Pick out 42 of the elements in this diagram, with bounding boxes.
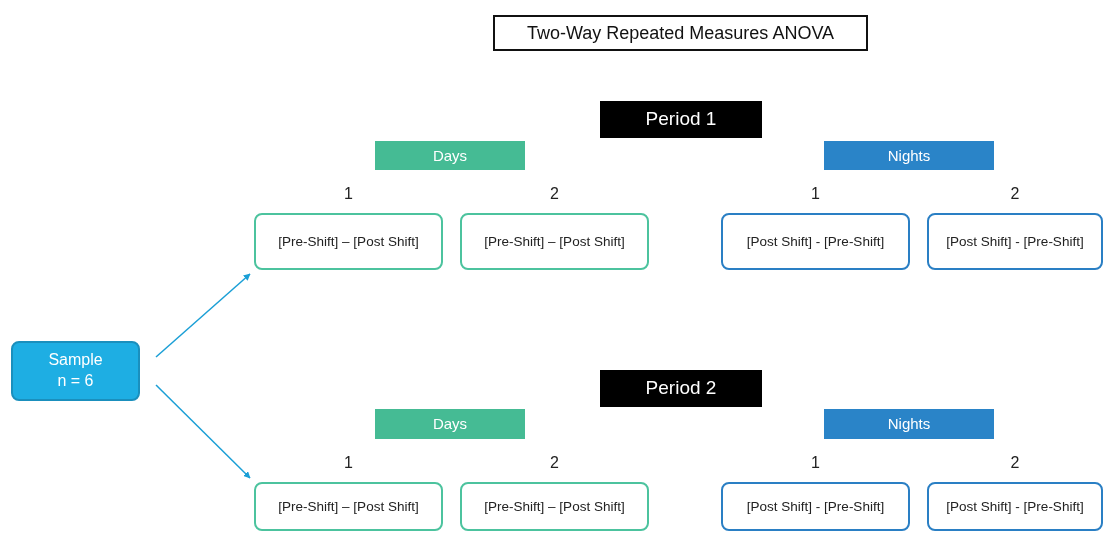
- measure-box: [460, 482, 649, 531]
- node-text: Sample: [48, 350, 103, 371]
- arrow: [155, 273, 251, 358]
- days-header: [375, 141, 525, 170]
- node-text: [Post Shift] - [Pre-Shift]: [746, 232, 885, 251]
- node-text: [Post Shift] - [Pre-Shift]: [746, 497, 885, 516]
- period-header: [600, 101, 762, 138]
- node-text: [Post Shift] - [Pre-Shift]: [946, 497, 1084, 516]
- column-number: 1: [344, 185, 353, 203]
- node-text: Days: [432, 414, 468, 434]
- nights-header: [824, 141, 994, 170]
- measure-box: [927, 482, 1103, 531]
- node-text: n = 6: [57, 371, 94, 391]
- measure-box: [927, 213, 1103, 270]
- measure-box: [254, 482, 443, 531]
- node-text: Days: [432, 145, 468, 166]
- node-text: Nights: [887, 145, 931, 166]
- node-text: Period 1: [645, 107, 717, 132]
- period-header: [600, 370, 762, 407]
- node-text: [Pre-Shift] – [Post Shift]: [278, 497, 419, 516]
- column-number: 1: [811, 185, 820, 203]
- node-text: [Pre-Shift] – [Post Shift]: [484, 232, 625, 251]
- node-text: Nights: [887, 414, 931, 434]
- title-box: Two-Way Repeated Measures ANOVA: [493, 15, 868, 51]
- sample-box: [11, 341, 140, 401]
- measure-box: [721, 213, 910, 270]
- node-text: [Pre-Shift] – [Post Shift]: [278, 232, 419, 251]
- measure-box: [721, 482, 910, 531]
- column-number: 2: [1010, 454, 1020, 472]
- measure-box: [254, 213, 443, 270]
- node-text: [Pre-Shift] – [Post Shift]: [484, 497, 625, 516]
- column-number: 1: [811, 454, 820, 472]
- column-number: 2: [1010, 185, 1020, 203]
- measure-box: [460, 213, 649, 270]
- node-text: [Post Shift] - [Pre-Shift]: [946, 232, 1084, 251]
- days-header: [375, 409, 525, 439]
- nights-header: [824, 409, 994, 439]
- arrow: [155, 384, 251, 479]
- node-text: Period 2: [645, 376, 717, 401]
- column-number: 2: [550, 454, 559, 472]
- column-number: 2: [550, 185, 559, 203]
- column-number: 1: [344, 454, 353, 472]
